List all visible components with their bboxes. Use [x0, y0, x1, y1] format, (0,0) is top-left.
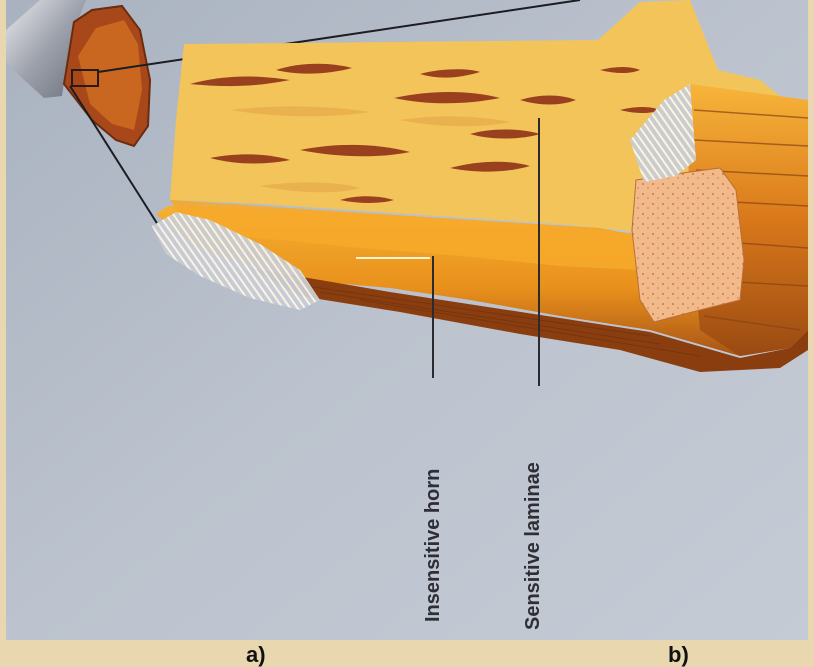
panel-marker-a: a) — [246, 644, 266, 666]
insensitive-horn-label: Insensitive horn — [422, 469, 444, 622]
pink-tissue-section — [632, 168, 744, 322]
sensitive-laminae-label: Sensitive laminae — [522, 462, 544, 630]
panel-marker-b: b) — [668, 644, 689, 666]
